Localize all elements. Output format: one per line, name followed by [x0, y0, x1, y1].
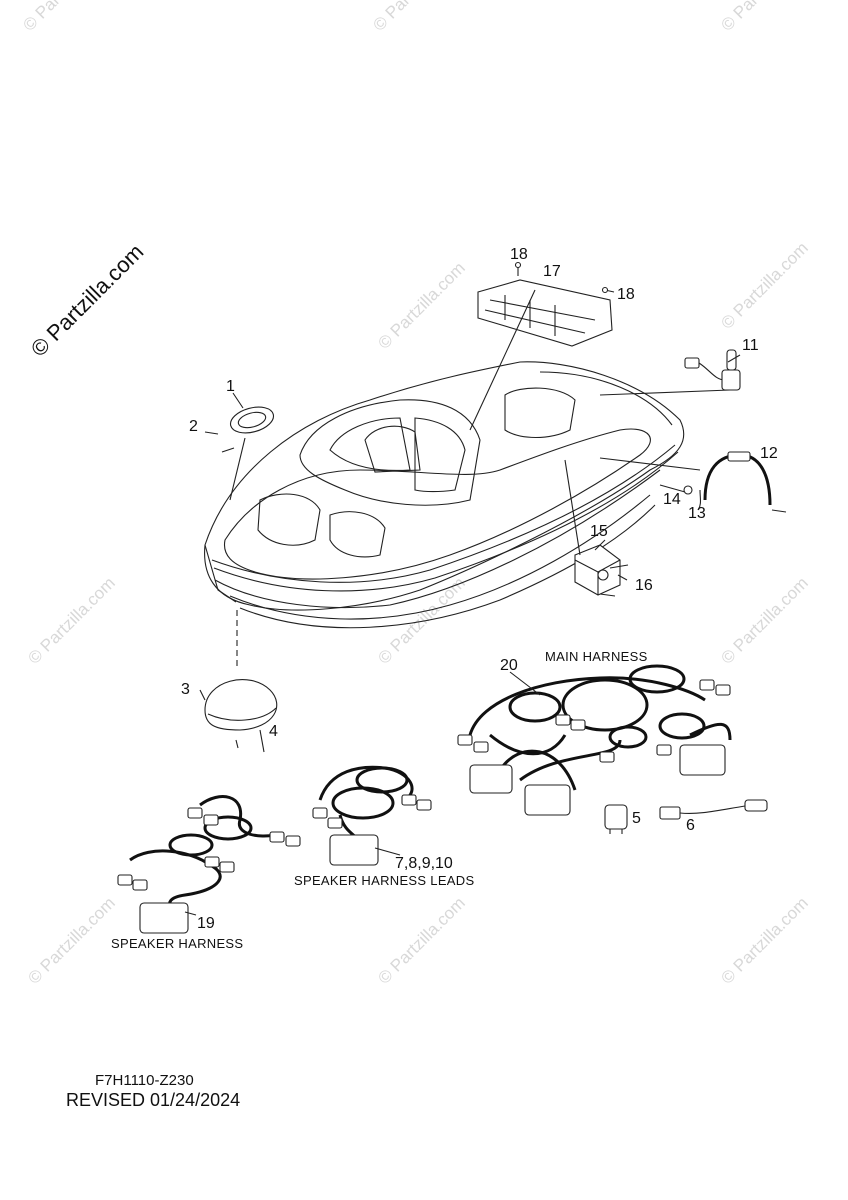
callout-6: 6 — [686, 817, 695, 834]
callout-13: 13 — [688, 505, 706, 522]
speaker-harness-part — [117, 795, 301, 934]
control-module-part — [477, 279, 613, 347]
watermark-tiles: © Partzilla.com © Partzilla.com © Partzi… — [19, 0, 811, 988]
callout-2: 2 — [189, 418, 198, 435]
watermark-tile: © Partzilla.com — [717, 893, 811, 987]
callout-12: 12 — [760, 445, 778, 462]
watermark-tile: © Partzilla.com — [717, 573, 811, 667]
watermark-tile: © Partzilla.com — [369, 0, 463, 35]
watermark-tile: © Partzilla.com — [24, 573, 118, 667]
usb-cable-part — [659, 799, 768, 820]
main-harness-part — [457, 664, 732, 816]
callout-19: 19 — [197, 915, 215, 932]
captions: MAIN HARNESS SPEAKER HARNESS LEADS SPEAK… — [111, 649, 648, 951]
cable-part — [599, 451, 787, 513]
speaker-part — [204, 406, 275, 501]
watermark-tile: © Partzilla.com — [374, 258, 468, 352]
callout-15: 15 — [590, 523, 608, 540]
watermark-tile: © Partzilla.com — [717, 238, 811, 332]
callout-1: 1 — [226, 378, 235, 395]
cover-part — [204, 610, 278, 753]
callout-16: 16 — [635, 577, 653, 594]
leader-lines — [184, 289, 741, 916]
caption-speaker-harness: SPEAKER HARNESS — [111, 936, 243, 951]
caption-speaker-harness-leads: SPEAKER HARNESS LEADS — [294, 873, 474, 888]
callout-4: 4 — [269, 723, 278, 740]
screw-part — [514, 261, 615, 294]
watermark-tile: © Partzilla.com — [717, 0, 811, 35]
amplifier-part — [564, 459, 629, 597]
callouts: 1 2 3 4 5 6 7,8,9,10 11 12 13 14 15 16 1… — [181, 246, 778, 932]
relay-part — [604, 804, 628, 834]
callout-14: 14 — [663, 491, 681, 508]
callout-18a: 18 — [510, 246, 528, 263]
callout-11: 11 — [742, 337, 759, 354]
boat-hull — [204, 361, 685, 629]
switch-part — [599, 349, 741, 396]
callout-17: 17 — [543, 263, 561, 280]
watermark-tile: © Partzilla.com — [374, 893, 468, 987]
revised-date: REVISED 01/24/2024 — [66, 1090, 241, 1110]
caption-main-harness: MAIN HARNESS — [545, 649, 648, 664]
callout-5: 5 — [632, 810, 641, 827]
callout-18b: 18 — [617, 286, 635, 303]
speaker-harness-leads-part — [312, 765, 432, 866]
watermark-tile: © Partzilla.com — [19, 0, 113, 35]
callout-7-10: 7,8,9,10 — [395, 855, 453, 872]
watermark-main: © Partzilla.com — [26, 239, 149, 362]
watermark-tile: © Partzilla.com — [24, 893, 118, 987]
callout-3: 3 — [181, 681, 190, 698]
callout-20: 20 — [500, 657, 518, 674]
diagram-code: F7H1110-Z230 — [95, 1072, 194, 1089]
